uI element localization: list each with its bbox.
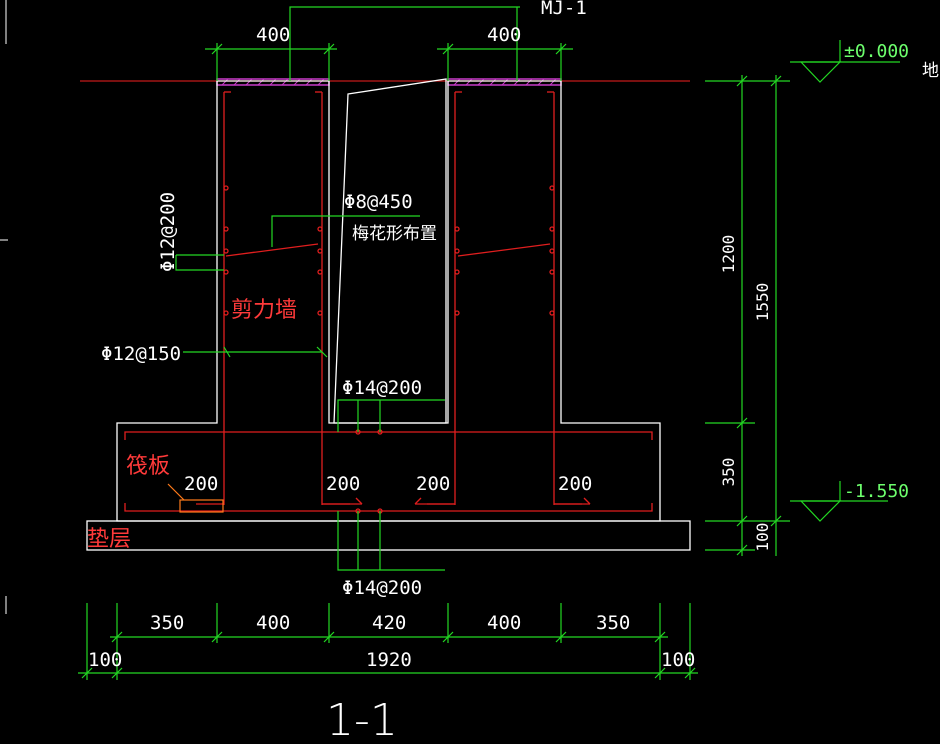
rebar-lines [124,91,653,514]
wall-top-hatch [216,78,562,86]
rebar-tie-spec: Φ8@450 [344,191,413,213]
rebar-wall-horizontal: Φ12@200 [157,192,179,272]
rebar-leaders [175,215,445,571]
dim-row1-5: 350 [596,612,630,634]
top-dimensions [205,6,573,81]
elevation-top: ±0.000 [844,41,909,62]
mortise-insert [333,78,447,424]
elevation-markers [790,40,900,522]
section-title: 1-1 [326,695,398,744]
dim-vert-total: 1550 [753,283,772,322]
right-dimensions [705,75,790,556]
dim-row2-total: 1920 [366,649,412,671]
label-raft: 筏板 [126,454,170,479]
dim-anchor-3: 200 [416,473,450,495]
dim-anchor-4: 200 [558,473,592,495]
rebar-wall-vertical: Φ12@150 [101,343,181,365]
rebar-raft-top: Φ14@200 [342,377,422,399]
rebar-tie-layout: 梅花形布置 [352,224,437,244]
label-cushion: 垫层 [87,527,131,552]
dim-vert-raft: 350 [719,458,738,487]
dim-row1-4: 400 [487,612,521,634]
dim-anchor-1: 200 [184,473,218,495]
dim-row2-right: 100 [661,649,695,671]
rebar-raft-bottom: Φ14@200 [342,577,422,599]
edge-text: 地 [922,61,939,81]
dim-row1-1: 350 [150,612,184,634]
dim-vert-wall: 1200 [719,235,738,274]
dim-anchor-2: 200 [326,473,360,495]
dim-vert-cushion: 100 [753,523,772,552]
dim-top-left-wall: 400 [256,24,290,46]
label-shear-wall: 剪力墙 [231,298,297,323]
dim-top-right-wall: 400 [487,24,521,46]
concrete-outline [116,80,661,522]
cushion-outline [86,520,691,551]
dim-row2-left: 100 [88,649,122,671]
elevation-bottom: -1.550 [844,481,909,502]
dim-row1-2: 400 [256,612,290,634]
dim-row1-3: 420 [372,612,406,634]
bottom-dimensions [78,603,698,680]
tag-top-label: MJ-1 [541,0,587,19]
